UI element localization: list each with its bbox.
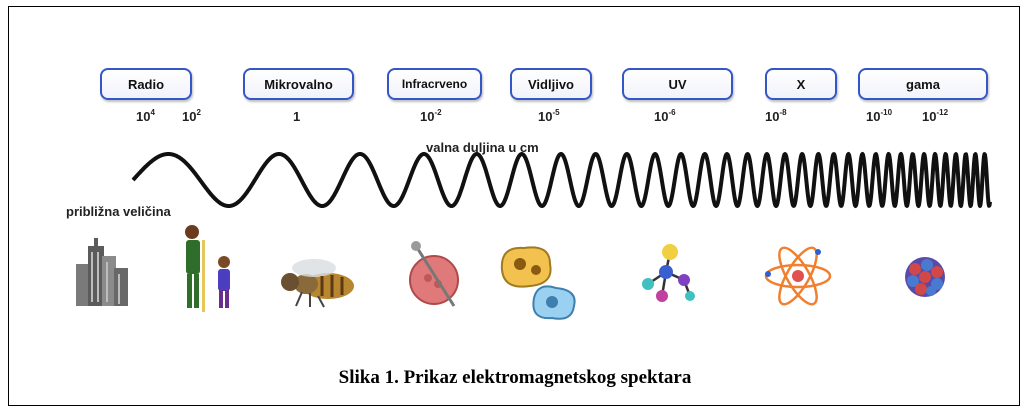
buildings-icon [76, 238, 128, 306]
atom-icon [764, 246, 832, 306]
nucleus-icon [905, 257, 945, 297]
band-label: X [796, 76, 806, 92]
wavelength-tick: 10-12 [922, 108, 949, 124]
band-label: Mikrovalno [264, 76, 333, 92]
band-label: UV [668, 76, 687, 92]
band-microwave: Mikrovalno [243, 68, 354, 100]
band-label: gama [906, 76, 940, 92]
wavelength-tick: 104 [136, 108, 155, 124]
band-label: Radio [127, 76, 165, 92]
wavelength-tick: 10-2 [420, 108, 442, 124]
band-x: X [765, 68, 837, 100]
cells-icon [500, 246, 576, 320]
wave-line [131, 152, 992, 208]
needle-point-icon [409, 241, 459, 307]
band-gamma: gama [858, 68, 988, 100]
wavelength-tick: 10-5 [538, 108, 560, 124]
figure-frame [8, 6, 1020, 406]
band-label: Vidljivo [528, 76, 574, 92]
wavelength-tick: 10-10 [866, 108, 893, 124]
band-visible: Vidljivo [510, 68, 592, 100]
molecule-icon [642, 244, 695, 302]
band-radio: Radio [100, 68, 192, 100]
bee-icon [281, 259, 354, 308]
wavelength-tick: 10-8 [765, 108, 787, 124]
size-label: približna veličina [66, 204, 171, 219]
figure-caption: Slika 1. Prikaz elektromagnetskog spekta… [338, 367, 692, 388]
band-infrared: Infracrveno [387, 68, 482, 100]
wavelength-tick: 10-6 [654, 108, 676, 124]
people-icon [185, 225, 230, 312]
axis-label: valna duljina u cm [426, 140, 539, 155]
wavelength-tick: 1 [293, 109, 301, 124]
band-uv: UV [622, 68, 733, 100]
wavelength-tick: 102 [182, 108, 201, 124]
band-label: Infracrveno [401, 77, 468, 91]
